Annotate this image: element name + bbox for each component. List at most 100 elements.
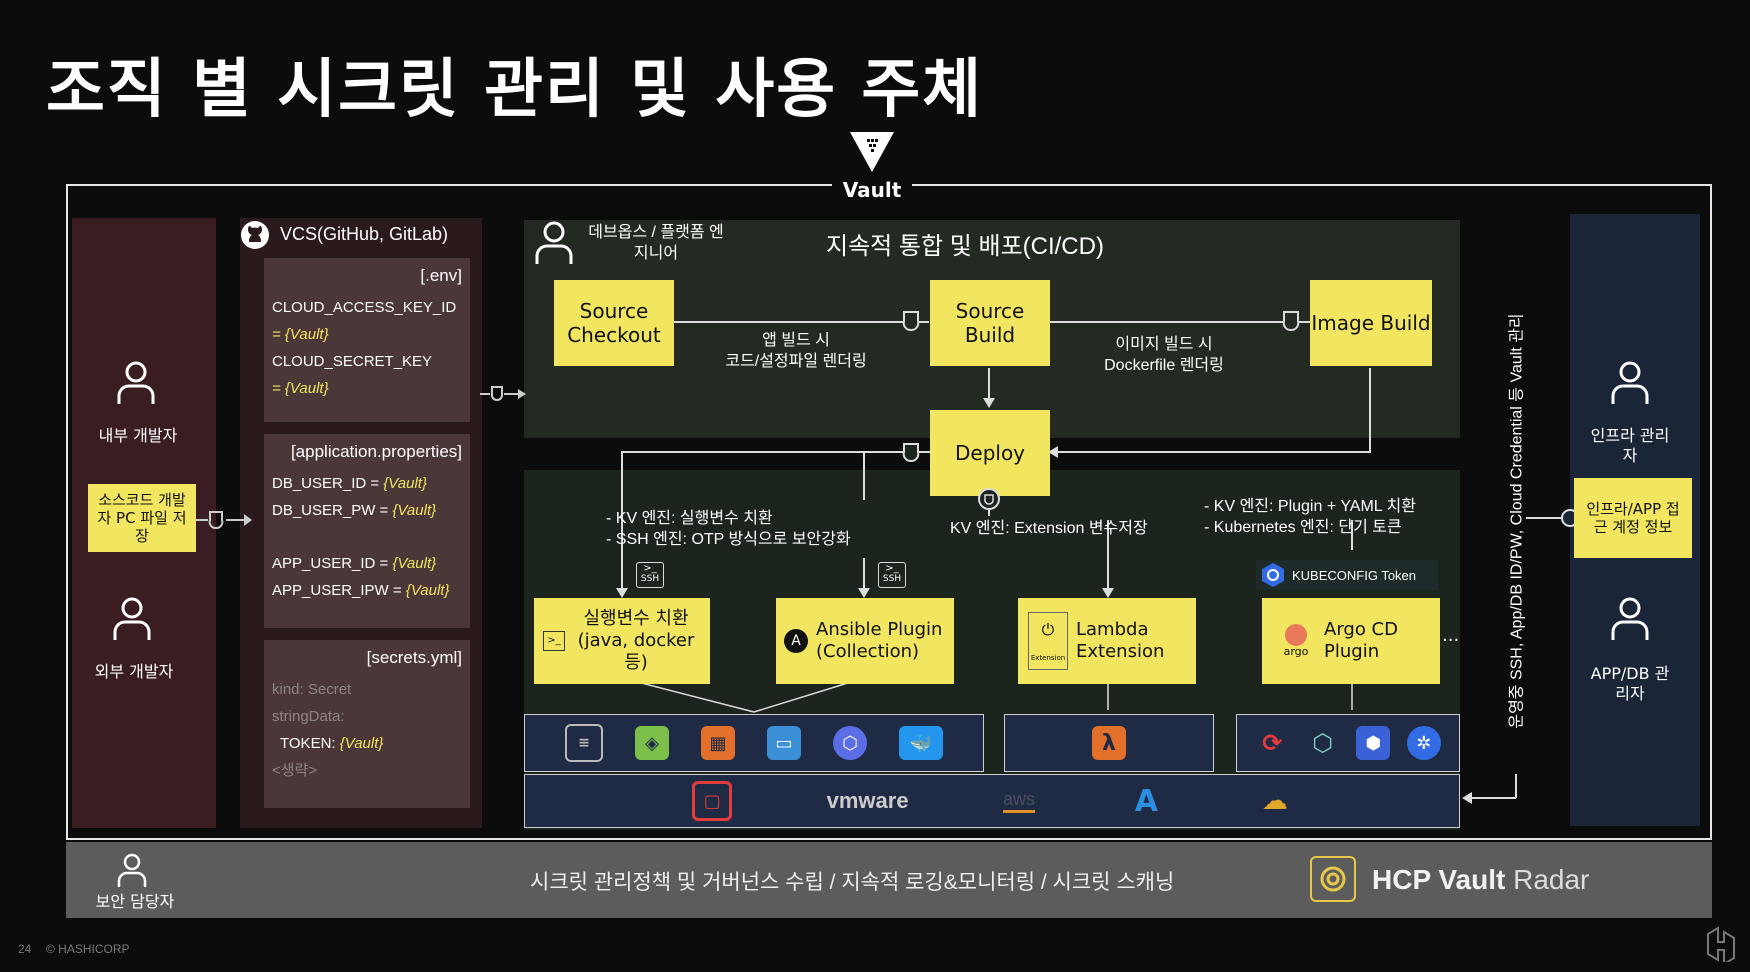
lambda-extension-icon: ⏻Extension xyxy=(1028,612,1068,670)
argo-small-label: argo xyxy=(1283,645,1309,658)
source-build-box: Source Build xyxy=(930,280,1050,366)
kubeconfig-label: KUBECONFIG Token xyxy=(1292,567,1417,583)
openshift-icon: ⟳ xyxy=(1262,729,1283,757)
infra-to-platform-arrow xyxy=(1462,509,1579,804)
lambda-extension-small-label: Extension xyxy=(1030,654,1066,662)
prop-value-4: {Vault} xyxy=(405,582,450,599)
cd-note-left: - KV 엔진: 실행변수 치환 - SSH 엔진: OTP 방식으로 보안강화 xyxy=(606,508,886,550)
ansible-plugin-box: A Ansible Plugin (Collection) xyxy=(776,598,954,684)
vault-radar-logo: HCP Vault Radar xyxy=(1372,864,1589,896)
secrets-line-4: <생략> xyxy=(272,762,318,779)
secrets-line-2: stringData: xyxy=(272,708,345,725)
env-key-1: CLOUD_ACCESS_KEY_ID xyxy=(272,299,457,316)
vcs-to-ci-arrow xyxy=(480,386,526,401)
server-icon: ≡ xyxy=(565,724,603,762)
gcp-icon: ☁ xyxy=(1261,786,1288,816)
external-developer-label: 외부 개발자 xyxy=(94,662,174,681)
vcs-title: VCS(GitHub, GitLab) xyxy=(280,224,449,244)
ssh-label-right: SSH xyxy=(882,574,902,584)
infra-access-box: 인프라/APP 접근 계정 정보 xyxy=(1574,478,1692,558)
cd-note-right-line2: - Kubernetes 엔진: 단기 토큰 xyxy=(1204,519,1402,536)
ci-title: 지속적 통합 및 배포(CI/CD) xyxy=(826,233,1104,260)
aws-ec2-icon: ▦ xyxy=(701,726,735,760)
openstack-icon: ▢ xyxy=(692,781,733,821)
security-officer-icon xyxy=(117,853,147,887)
lambda-extension-box: ⏻Extension Lambda Extension xyxy=(1018,598,1196,684)
ssh-icon-right: >_SSH xyxy=(878,562,906,588)
app-build-note-line1: 앱 빌드 시 xyxy=(762,332,830,349)
terminal-icon: >_ xyxy=(543,631,565,651)
vmware-logo: vmware xyxy=(826,788,909,813)
eks-icon: ⬡ xyxy=(1312,729,1334,757)
cloud-icon-row: ▢ vmware aws A ☁ xyxy=(524,774,1460,828)
ansible-plugin-label: Ansible Plugin (Collection) xyxy=(816,619,943,662)
ci-flow-lines xyxy=(674,311,1371,458)
appdb-admin-icon xyxy=(1611,597,1649,640)
infra-admin-icon xyxy=(1611,361,1649,404)
vault-radar-word: Radar xyxy=(1505,864,1590,895)
source-checkout-box: Source Checkout xyxy=(554,280,674,366)
image-build-note-line1: 이미지 빌드 시 xyxy=(1115,336,1213,353)
vault-radar-brand: HCP Vault xyxy=(1372,864,1506,895)
compute-icon-row: ≡ ◈ ▦ ▭ ⬡ 🐳 xyxy=(524,714,984,772)
lambda-icon-row: λ xyxy=(1004,714,1214,772)
gce-icon: ⬡ xyxy=(833,726,867,760)
infra-admin-label: 인프라 관리자 xyxy=(1590,426,1670,465)
prop-key-2: DB_USER_PW = xyxy=(272,502,393,519)
dev-to-vcs-arrow xyxy=(196,511,252,529)
governance-text: 시크릿 관리정책 및 거버넌스 수립 / 지속적 로깅&모니터링 / 시크릿 스… xyxy=(530,871,1175,894)
prop-key-1: DB_USER_ID = xyxy=(272,475,384,492)
vault-label: Vault xyxy=(832,176,912,204)
prop-key-3: APP_USER_ID = xyxy=(272,555,393,572)
cd-note-right: - KV 엔진: Plugin + YAML 치환 - Kubernetes 엔… xyxy=(1204,496,1464,538)
secrets-token-key: TOKEN: xyxy=(280,735,340,752)
prop-value-1: {Vault} xyxy=(383,475,427,492)
env-file-block: [.env] CLOUD_ACCESS_KEY_ID = {Vault} CLO… xyxy=(264,258,470,422)
argo-cd-plugin-box: argo Argo CD Plugin xyxy=(1262,598,1440,684)
secrets-file-block: [secrets.yml] kind: Secret stringData: T… xyxy=(264,640,470,808)
vm-monitor-icon: ▭ xyxy=(767,726,801,760)
app-build-note: 앱 빌드 시 코드/설정파일 렌더링 xyxy=(716,330,876,372)
cd-note-left-line1: - KV 엔진: 실행변수 치환 xyxy=(606,510,773,527)
prop-value-2: {Vault} xyxy=(392,502,437,519)
deploy-box: Deploy xyxy=(930,410,1050,496)
devops-label: 데브옵스 / 플랫폼 엔지니어 xyxy=(588,224,724,262)
lambda-extension-label: Lambda Extension xyxy=(1076,619,1165,662)
deploy-vault-shield-icon xyxy=(978,488,1000,510)
vsphere-icon: ◈ xyxy=(635,726,669,760)
cd-note-left-line2: - SSH 엔진: OTP 방식으로 보안강화 xyxy=(606,531,851,548)
source-pc-box: 소스코드 개발자 PC 파일 저장 xyxy=(88,484,196,552)
env-key-2: CLOUD_SECRET_KEY xyxy=(272,353,433,370)
image-build-note-line2: Dockerfile 렌더링 xyxy=(1104,357,1224,374)
prop-value-3: {Vault} xyxy=(392,555,437,572)
kubeconfig-token: KUBECONFIG Token xyxy=(1256,560,1438,590)
aws-lambda-icon: λ xyxy=(1092,726,1126,760)
cd-note-mid: KV 엔진: Extension 변수저장 xyxy=(950,520,1148,537)
kubernetes-icon xyxy=(1262,563,1284,587)
argo-cd-plugin-label: Argo CD Plugin xyxy=(1324,619,1398,662)
aws-logo: aws xyxy=(1002,789,1035,813)
external-developer-icon xyxy=(113,597,151,640)
k8s-icon-row: ⟳ ⬡ ⬢ ✲ xyxy=(1236,714,1460,772)
properties-file-header: [application.properties] xyxy=(290,442,462,461)
exec-variable-box: >_ 실행변수 치환 (java, docker 등) xyxy=(534,598,710,684)
vault-icon xyxy=(850,132,894,172)
slide-title: 조직 별 시크릿 관리 및 사용 주체 xyxy=(46,53,984,127)
ssh-icon-left: >_SSH xyxy=(636,562,664,588)
devops-icon xyxy=(535,221,573,264)
vault-radar-icon xyxy=(1310,856,1356,902)
argo-icon: argo xyxy=(1278,624,1314,658)
env-value-2: = {Vault} xyxy=(272,380,329,397)
azure-icon: A xyxy=(1134,783,1158,819)
docker-icon: 🐳 xyxy=(899,726,943,760)
copyright: © HASHICORP xyxy=(46,942,130,956)
secrets-token-value: {Vault} xyxy=(339,735,384,752)
prop-key-4: APP_USER_IPW = xyxy=(272,582,406,599)
app-build-note-line2: 코드/설정파일 렌더링 xyxy=(725,353,867,370)
github-icon xyxy=(241,221,269,249)
image-build-note: 이미지 빌드 시 Dockerfile 렌더링 xyxy=(1084,334,1244,376)
more-ellipsis: ··· xyxy=(1442,630,1460,651)
env-value-1: = {Vault} xyxy=(272,326,329,343)
env-file-header: [.env] xyxy=(420,266,462,285)
gke-icon: ⬢ xyxy=(1356,726,1391,760)
